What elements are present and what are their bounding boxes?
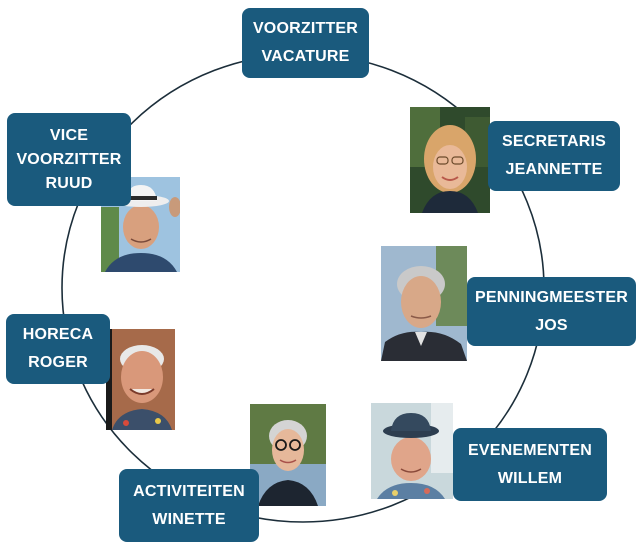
portrait-winette bbox=[250, 404, 326, 506]
role-box-voorzitter: VOORZITTER VACATURE bbox=[242, 8, 369, 78]
role-title: SECRETARIS bbox=[502, 133, 606, 150]
role-person: ROGER bbox=[28, 354, 88, 371]
role-person: JOS bbox=[535, 316, 568, 334]
role-person: WILLEM bbox=[497, 469, 563, 487]
role-title: ACTIVITEITEN bbox=[133, 482, 245, 500]
role-person: RUUD bbox=[45, 174, 93, 192]
role-box-vice-voorzitter: VICE VOORZITTER RUUD bbox=[7, 113, 131, 206]
role-title: VOORZITTER bbox=[252, 20, 359, 37]
portrait-roger bbox=[106, 329, 175, 430]
role-title-line2: VOORZITTER bbox=[16, 150, 122, 168]
role-box-secretaris: SECRETARIS JEANNETTE bbox=[488, 121, 620, 191]
role-title-line1: VICE bbox=[49, 126, 89, 144]
role-box-penningmeester: PENNINGMEESTER JOS bbox=[467, 277, 636, 346]
portrait-ruud bbox=[101, 177, 180, 272]
role-title: EVENEMENTEN bbox=[468, 441, 592, 459]
portrait-jos bbox=[381, 246, 467, 361]
person-photo-icon bbox=[410, 107, 490, 213]
person-photo-icon bbox=[250, 404, 326, 506]
role-title: PENNINGMEESTER bbox=[474, 288, 629, 306]
role-person: WINETTE bbox=[152, 510, 226, 528]
role-title: HORECA bbox=[22, 326, 94, 343]
role-person: VACATURE bbox=[261, 48, 350, 65]
person-photo-icon bbox=[381, 246, 467, 361]
portrait-jeannette bbox=[410, 107, 490, 213]
role-box-horeca: HORECA ROGER bbox=[6, 314, 110, 384]
portrait-willem bbox=[371, 403, 453, 499]
person-photo-icon bbox=[106, 329, 175, 430]
role-box-activiteiten: ACTIVITEITEN WINETTE bbox=[119, 469, 259, 542]
person-photo-icon bbox=[371, 403, 453, 499]
role-box-evenementen: EVENEMENTEN WILLEM bbox=[453, 428, 607, 501]
role-person: JEANNETTE bbox=[505, 161, 603, 178]
